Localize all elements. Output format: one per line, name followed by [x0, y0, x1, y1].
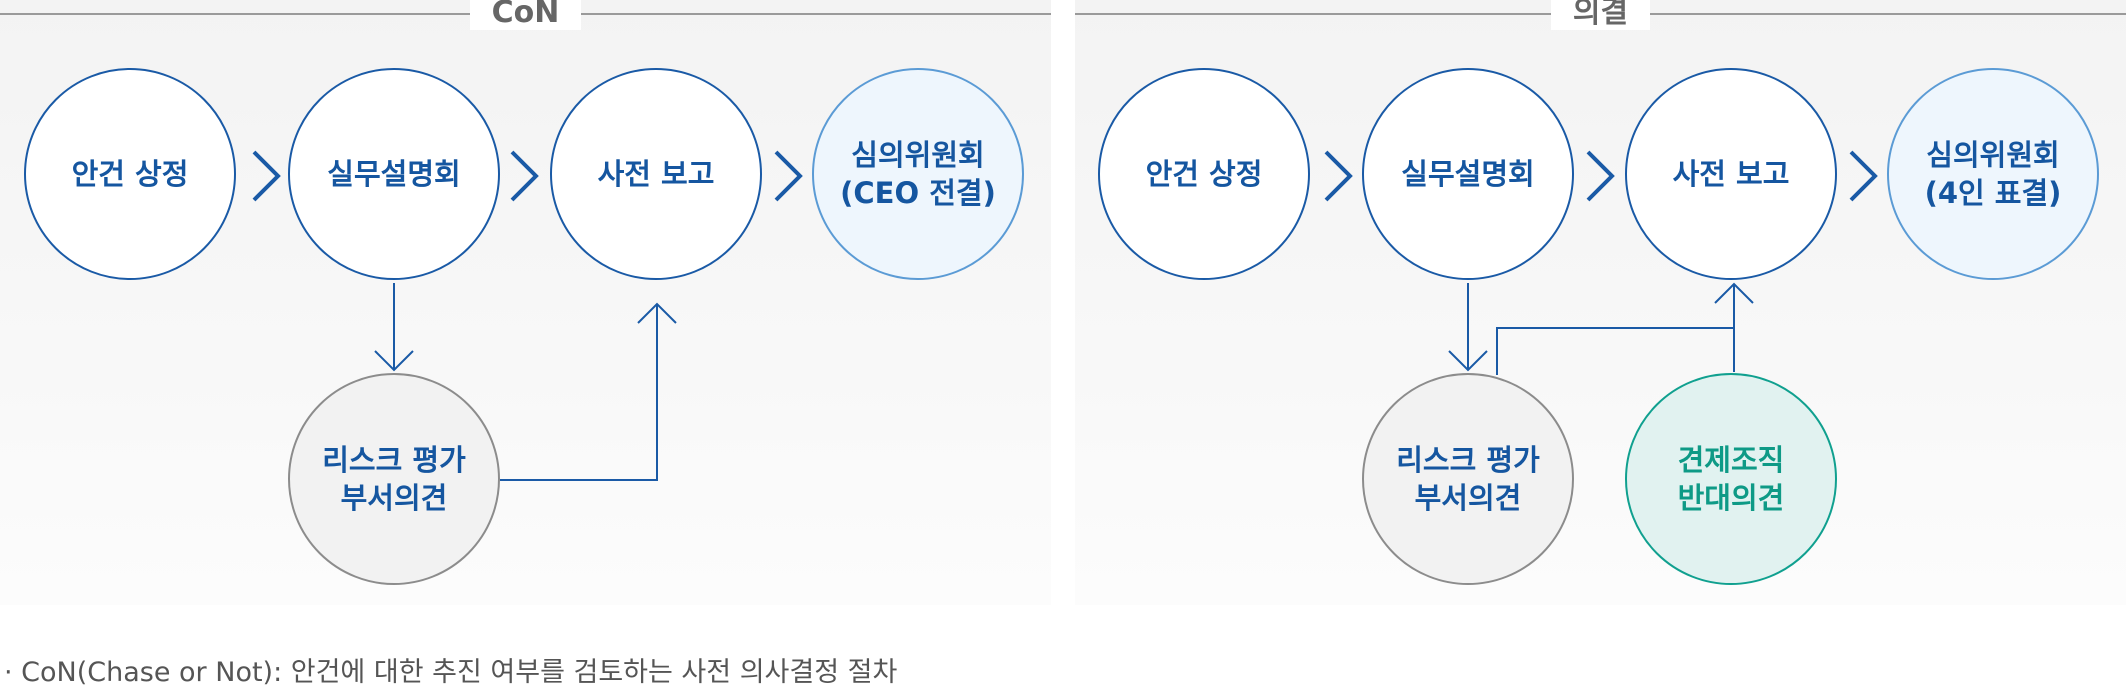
- node-briefing: 실무설명회: [288, 68, 500, 280]
- chevron-right-icon: [774, 150, 803, 202]
- arrow-risk-to-prereport: [500, 304, 658, 481]
- node-agenda: 안건 상정: [1098, 68, 1310, 280]
- node-check-line1: 견제조직: [1677, 443, 1785, 477]
- footnote: · CoN(Chase or Not): 안건에 대한 추진 여부를 검토하는 …: [4, 657, 898, 688]
- arrowhead-up: [637, 302, 677, 324]
- resolution-panel-header: 의결: [1075, 0, 2126, 30]
- node-prereport: 사전 보고: [1625, 68, 1837, 280]
- chevron-right-icon: [1324, 150, 1353, 202]
- node-agenda: 안건 상정: [24, 68, 236, 280]
- node-risk-line1: 리스크 평가: [1396, 443, 1540, 477]
- node-prereport: 사전 보고: [550, 68, 762, 280]
- node-committee-line1: 심의위원회: [1926, 138, 2060, 172]
- node-briefing: 실무설명회: [1362, 68, 1574, 280]
- node-risk-dept: 리스크 평가 부서의견: [1362, 373, 1574, 585]
- node-committee-line1: 심의위원회: [851, 138, 985, 172]
- arrowhead-down: [1448, 350, 1488, 372]
- resolution-panel-title: 의결: [1075, 0, 2126, 30]
- arrowhead-down: [374, 350, 414, 372]
- node-committee: 심의위원회 (CEO 전결): [812, 68, 1024, 280]
- arrowhead-up: [1714, 282, 1754, 304]
- con-panel-header: CoN: [0, 0, 1051, 30]
- chevron-right-icon: [1849, 150, 1878, 202]
- node-committee-line2: (CEO 전결): [840, 176, 996, 210]
- node-committee: 심의위원회 (4인 표결): [1887, 68, 2099, 280]
- chevron-right-icon: [252, 150, 281, 202]
- node-risk-line2: 부서의견: [340, 481, 448, 515]
- node-committee-line2: (4인 표결): [1924, 176, 2062, 210]
- chevron-right-icon: [510, 150, 539, 202]
- node-check-org: 견제조직 반대의견: [1625, 373, 1837, 585]
- node-risk-dept: 리스크 평가 부서의견: [288, 373, 500, 585]
- con-panel-title: CoN: [0, 0, 1051, 30]
- node-risk-line1: 리스크 평가: [322, 443, 466, 477]
- chevron-right-icon: [1586, 150, 1615, 202]
- arrow-risk-to-prereport: [1496, 327, 1734, 375]
- node-risk-line2: 부서의견: [1414, 481, 1522, 515]
- node-check-line2: 반대의견: [1677, 481, 1785, 515]
